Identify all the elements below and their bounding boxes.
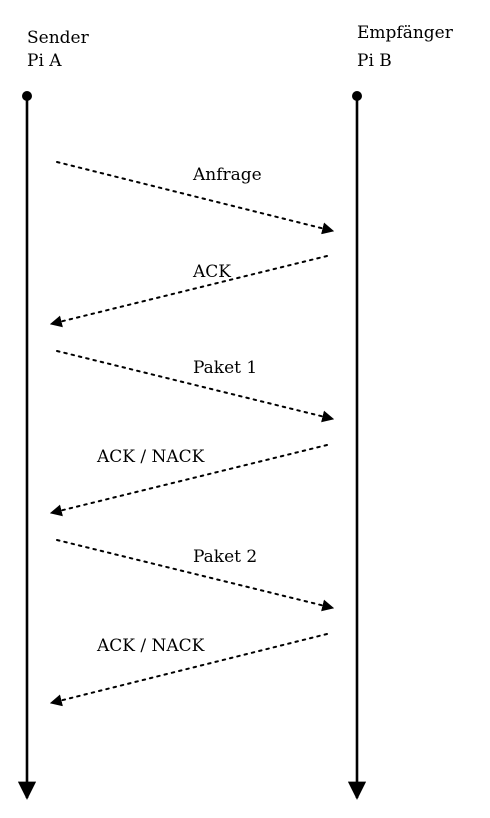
participant-b-role: Empfänger (357, 23, 454, 43)
message-paket-2-label: Paket 2 (193, 547, 257, 567)
message-ack-nack-2-label: ACK / NACK (96, 636, 205, 656)
message-paket-1: Paket 1 (56, 350, 335, 423)
participant-a-name: Pi A (27, 51, 62, 71)
message-anfrage-label: Anfrage (192, 165, 262, 185)
message-paket-1-label: Paket 1 (193, 358, 257, 378)
message-ack-nack-1-label: ACK / NACK (96, 447, 205, 467)
message-ack-arrow (49, 255, 328, 328)
message-anfrage: Anfrage (56, 161, 335, 235)
message-ack-nack-1-arrow (49, 444, 328, 517)
participant-b-name: Pi B (357, 51, 392, 71)
message-paket-2-arrow (56, 539, 335, 612)
message-ack: ACK (49, 255, 328, 328)
message-ack-nack-1: ACK / NACK (49, 444, 328, 517)
lifeline-b (347, 91, 367, 800)
message-paket-1-arrow (56, 350, 335, 423)
message-ack-nack-2: ACK / NACK (49, 633, 328, 707)
message-paket-2: Paket 2 (56, 539, 335, 612)
message-anfrage-arrow (56, 161, 335, 235)
message-ack-label: ACK (192, 262, 231, 282)
participant-a-role: Sender (27, 28, 90, 48)
lifeline-a (17, 91, 37, 800)
message-ack-nack-2-arrow (49, 633, 328, 707)
